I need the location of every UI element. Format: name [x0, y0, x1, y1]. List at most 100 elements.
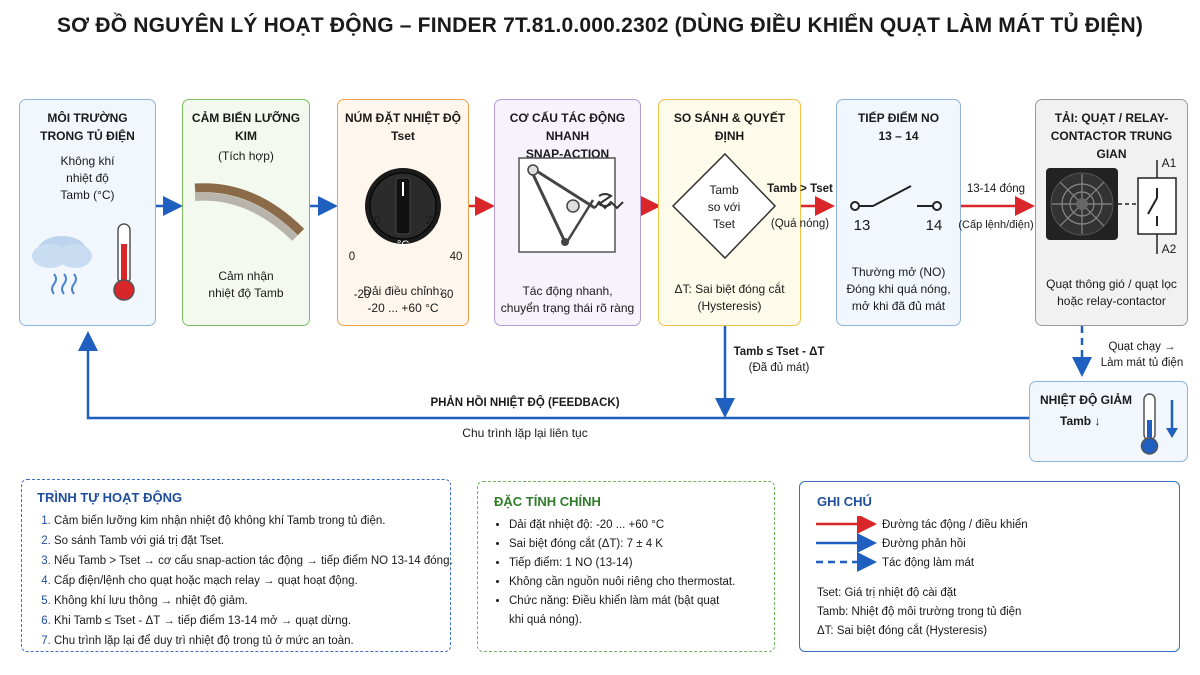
- coil-a2: A2: [1161, 242, 1177, 256]
- feature-item: Sai biệt đóng cắt (ΔT): 7 ± 4 K: [509, 535, 779, 554]
- compare-desc-1: ΔT: Sai biệt đóng cắt: [674, 282, 785, 296]
- sequence-step: Cấp điện/lệnh cho quạt hoặc mạch relay →…: [54, 571, 459, 591]
- label-contact-closed-sub: (Cấp lệnh/điện): [958, 219, 1034, 231]
- fan-relay-icon: [1046, 160, 1177, 254]
- feature-item-continued: khi quá nóng).: [509, 614, 582, 626]
- features-title: ĐẶC TÍNH CHÍNH: [494, 494, 601, 509]
- box-snap-action: CƠ CẤU TÁC ĐỘNG NHANH SNAP-ACTION Tác độ…: [494, 99, 641, 326]
- knob-sub: Tset: [391, 129, 415, 143]
- snap-title-1: CƠ CẤU TÁC ĐỘNG NHANH: [509, 111, 626, 143]
- box-sensor: CẢM BIẾN LƯỠNG KIM (Tích hợp) Cảm nhận n…: [182, 99, 310, 326]
- legend-item-cooling: Tác động làm mát: [882, 557, 975, 569]
- compare-title: SO SÁNH & QUYẾT ĐỊNH: [673, 111, 786, 143]
- legend-item-feedback: Đường phản hồi: [882, 538, 966, 550]
- contact-desc-3: mở khi đã đủ mát: [851, 299, 946, 313]
- sensor-desc-1: Cảm nhận: [218, 269, 274, 283]
- sensor-sub: (Tích hợp): [218, 149, 274, 163]
- box-temperature-drop: NHIỆT ĐỘ GIẢM Tamb ↓: [1029, 381, 1188, 462]
- env-title-2: TRONG TỦ ĐIỆN: [40, 129, 135, 143]
- legend-item-control: Đường tác động / điều khiển: [882, 519, 1028, 531]
- page-title: SƠ ĐỒ NGUYÊN LÝ HOẠT ĐỘNG – FINDER 7T.81…: [56, 14, 1144, 37]
- label-fan-running: Quạt chạy →: [1108, 341, 1176, 353]
- load-title-1: TẢI: QUẠT / RELAY-: [1054, 111, 1169, 125]
- feature-item: Chức năng: Điều khiển làm mát (bật quạt: [509, 592, 779, 611]
- sequence-step: Không khí lưu thông → nhiệt độ giảm.: [54, 591, 459, 611]
- coil-a1: A1: [1161, 156, 1177, 170]
- legend-note-dt: ΔT: Sai biệt đóng cắt (Hysteresis): [817, 625, 988, 637]
- contact-desc-1: Thường mở (NO): [851, 265, 946, 279]
- env-line-1: Không khí: [60, 154, 115, 168]
- label-cooled-sub: (Đã đủ mát): [748, 362, 810, 374]
- load-title-2: CONTACTOR TRUNG GIAN: [1050, 129, 1173, 161]
- feature-item: Không cần nguồn nuôi riêng cho thermosta…: [509, 573, 779, 592]
- box-compare: SO SÁNH & QUYẾT ĐỊNH Tamb so với Tset ΔT…: [658, 99, 801, 326]
- panel-sequence: TRÌNH TỰ HOẠT ĐỘNG Cảm biến lưỡng kim nh…: [21, 479, 453, 652]
- label-cooled: Tamb ≤ Tset - ΔT: [733, 346, 825, 358]
- legend-line-samples: [816, 516, 877, 572]
- legend-note-tamb: Tamb: Nhiệt độ môi trường trong tủ điện: [817, 606, 1022, 618]
- knob-tick-40: 40: [449, 251, 463, 263]
- box-contact-no: TIẾP ĐIỂM NO 13 – 14 13 14 Thường mở (NO…: [836, 99, 961, 326]
- env-line-3: Tamb (°C): [60, 188, 115, 202]
- features-list: Dải đặt nhiệt độ: -20 ... +60 °C Sai biệ…: [495, 516, 779, 630]
- sequence-step: Cảm biến lưỡng kim nhận nhiệt độ không k…: [54, 511, 459, 531]
- snap-desc-1: Tác động nhanh,: [522, 284, 613, 298]
- no-contact-symbol-icon: [850, 185, 942, 211]
- label-loop: Chu trình lặp lại liên tục: [462, 426, 588, 440]
- knob-unit: °C: [397, 239, 409, 251]
- bimetal-strip-icon: [194, 183, 305, 241]
- contact-desc-2: Đóng khi quá nóng,: [846, 282, 951, 296]
- label-too-hot: Tamb > Tset: [767, 183, 833, 195]
- knob-tick-20: 20: [425, 215, 439, 227]
- sequence-title: TRÌNH TỰ HOẠT ĐỘNG: [37, 490, 183, 505]
- thermometer-down-icon: [1140, 393, 1178, 455]
- sequence-step: Chu trình lặp lại để duy trì nhiệt độ tr…: [54, 631, 459, 651]
- env-title-1: MÔI TRƯỜNG: [47, 111, 128, 125]
- feedback-loop: [78, 331, 1029, 420]
- knob-tick-0: 0: [348, 251, 356, 263]
- env-line-2: nhiệt độ: [66, 171, 109, 185]
- cloud-thermometer-icon: [32, 223, 135, 301]
- terminal-14: 14: [925, 217, 943, 234]
- snap-action-mechanism-icon: [518, 157, 624, 253]
- label-too-hot-sub: (Quá nóng): [770, 218, 830, 230]
- box-load: TẢI: QUẠT / RELAY- CONTACTOR TRUNG GIAN …: [1035, 99, 1188, 326]
- legend-title: GHI CHÚ: [817, 494, 872, 509]
- compare-diamond-1: Tamb: [709, 183, 739, 197]
- sequence-step: Nếu Tamb > Tset → cơ cấu snap-action tác…: [54, 551, 459, 571]
- terminal-13: 13: [853, 217, 871, 234]
- box-environment: MÔI TRƯỜNG TRONG TỦ ĐIỆN Không khí nhiệt…: [19, 99, 156, 326]
- sequence-step: So sánh Tamb với giá trị đặt Tset.: [54, 531, 459, 551]
- knob-desc-1: Dải điều chỉnh:: [363, 284, 443, 298]
- contact-title-2: 13 – 14: [878, 129, 919, 143]
- label-fan-running-sub: Làm mát tủ điện: [1100, 357, 1184, 369]
- knob-tick-00: 00: [367, 215, 381, 227]
- knob-title: NÚM ĐẶT NHIỆT ĐỘ: [345, 111, 461, 125]
- sequence-steps: Cảm biến lưỡng kim nhận nhiệt độ không k…: [38, 511, 459, 651]
- compare-desc-2: (Hysteresis): [697, 299, 762, 313]
- knob-desc-2: -20 ... +60 °C: [367, 301, 439, 315]
- temp-drop-title: NHIỆT ĐỘ GIẢM: [1040, 393, 1132, 407]
- knob-tick-60: 60: [440, 289, 454, 301]
- compare-diamond-2: so với: [707, 200, 741, 214]
- sensor-title: CẢM BIẾN LƯỠNG KIM: [191, 111, 301, 143]
- sequence-step: Khi Tamb ≤ Tset - ΔT → tiếp điểm 13-14 m…: [54, 611, 459, 631]
- temperature-knob-icon: °C: [365, 168, 441, 251]
- feature-item: Dải đặt nhiệt độ: -20 ... +60 °C: [509, 516, 779, 535]
- knob-tick--20: -20: [353, 289, 371, 301]
- panel-features: ĐẶC TÍNH CHÍNH Dải đặt nhiệt độ: -20 ...…: [477, 481, 775, 652]
- legend-note-tset: Tset: Giá trị nhiệt độ cài đặt: [817, 587, 957, 599]
- compare-diamond-3: Tset: [712, 217, 735, 231]
- temp-drop-sub: Tamb ↓: [1060, 414, 1101, 428]
- feature-item: Tiếp điểm: 1 NO (13-14): [509, 554, 779, 573]
- decision-diamond-icon: [671, 152, 777, 260]
- load-desc-1: Quạt thông gió / quạt lọc: [1046, 277, 1177, 291]
- contact-title-1: TIẾP ĐIỂM NO: [857, 111, 940, 125]
- snap-desc-2: chuyển trạng thái rõ ràng: [500, 301, 635, 315]
- label-feedback: PHẢN HỒI NHIỆT ĐỘ (FEEDBACK): [430, 397, 620, 409]
- box-knob: NÚM ĐẶT NHIỆT ĐỘ Tset °C -20 0 00 20 40 …: [337, 99, 469, 326]
- sensor-desc-2: nhiệt độ Tamb: [208, 286, 284, 300]
- panel-legend: GHI CHÚ Đường tác động / điều khiển Đườn…: [799, 481, 1180, 652]
- label-contact-closed: 13-14 đóng: [966, 183, 1026, 195]
